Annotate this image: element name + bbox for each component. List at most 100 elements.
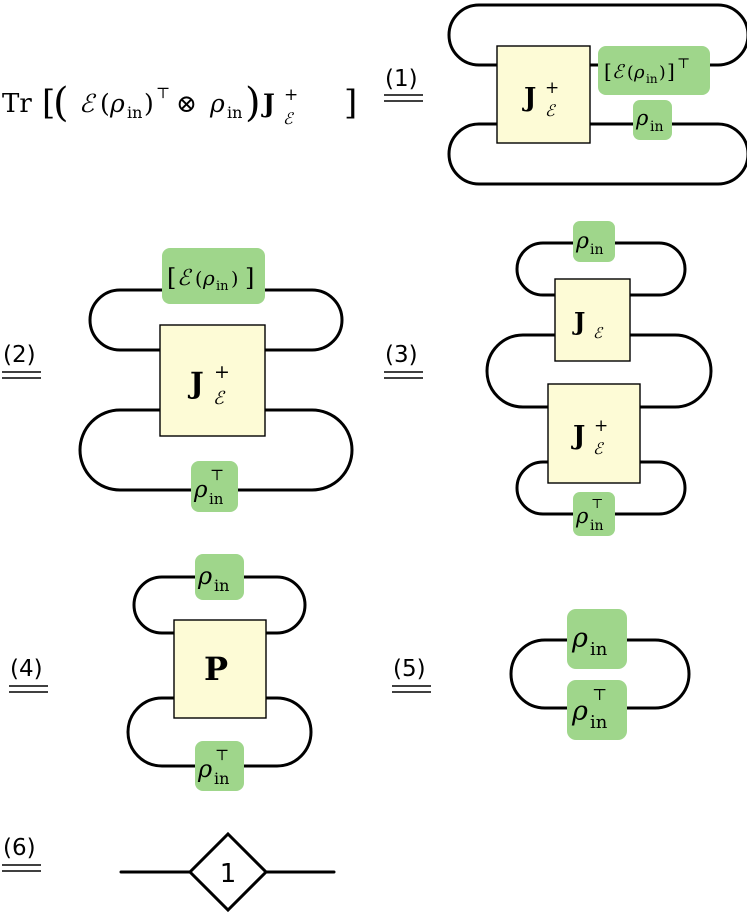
choi-dagger-sub-2: ℰ bbox=[213, 388, 226, 409]
inner-right-paren: ) bbox=[144, 89, 154, 118]
svg-text:in: in bbox=[650, 119, 664, 135]
svg-text:(4): (4) bbox=[10, 656, 43, 682]
step-label-6: (6) bbox=[2, 835, 41, 872]
svg-text:in: in bbox=[590, 242, 604, 258]
channel-output-transpose-tag: [ ℰ ( ρ in ) ] ⊤ bbox=[598, 46, 710, 95]
outer-right-paren: ) bbox=[245, 80, 261, 126]
choi-dagger-plus-2: + bbox=[214, 361, 230, 383]
svg-text:(6): (6) bbox=[3, 835, 36, 861]
svg-text:in: in bbox=[590, 518, 604, 534]
choi-dagger-J: J bbox=[522, 83, 536, 113]
projector-box bbox=[173, 619, 267, 719]
scalar-diamond bbox=[187, 831, 269, 913]
step-label-3: (3) bbox=[384, 342, 423, 379]
svg-text:): ) bbox=[659, 63, 666, 83]
diagram-4: P ρ in ρ in ⊤ bbox=[126, 554, 313, 791]
inner-left-paren: ( bbox=[100, 89, 110, 118]
svg-text:⊤: ⊤ bbox=[677, 56, 690, 72]
rho-in-transpose-tag-4: ρ in ⊤ bbox=[195, 741, 244, 791]
svg-text:⊤: ⊤ bbox=[215, 746, 229, 764]
rho-symbol-2: ρ bbox=[209, 89, 225, 118]
right-bracket: ] bbox=[344, 83, 357, 123]
svg-text:in: in bbox=[590, 712, 608, 733]
choi-dagger-plus-3: + bbox=[594, 416, 608, 436]
svg-text:in: in bbox=[214, 769, 229, 788]
svg-text:ρ: ρ bbox=[571, 623, 588, 654]
choi-sub: ℰ bbox=[593, 324, 604, 342]
diagram-1: J + ℰ [ ℰ ( ρ in ) ] ⊤ ρ in bbox=[447, 3, 747, 186]
transpose-superscript: ⊤ bbox=[156, 84, 170, 102]
rho-subscript-2: in bbox=[227, 103, 242, 122]
svg-text:ρ: ρ bbox=[197, 755, 212, 783]
rho-symbol-1: ρ bbox=[109, 89, 125, 118]
trace-formula: Tr [ ( ℰ ( ρ in ) ⊤ ⊗ ρ in ) J + ℰ ] bbox=[2, 80, 357, 128]
scalar-one: 1 bbox=[220, 859, 237, 889]
rho-subscript-1: in bbox=[127, 103, 142, 122]
diagram-5: ρ in ρ in ⊤ bbox=[509, 609, 691, 740]
trace-symbol: Tr bbox=[2, 89, 32, 119]
svg-text:⊤: ⊤ bbox=[592, 685, 607, 704]
choi-J: J bbox=[572, 307, 585, 336]
choi-dagger-J-2: J bbox=[187, 366, 204, 400]
rho-in-tag-4: ρ in bbox=[195, 554, 244, 600]
svg-text:⊤: ⊤ bbox=[591, 497, 603, 512]
rho-in-transpose-tag: ρ in ⊤ bbox=[191, 461, 238, 512]
svg-text:(: ( bbox=[627, 63, 634, 83]
channel-symbol: ℰ bbox=[79, 89, 97, 118]
choi-J-symbol: J bbox=[261, 89, 275, 118]
step-label-4: (4) bbox=[9, 656, 48, 693]
choi-J-plus-superscript: + bbox=[284, 85, 298, 105]
rho-in-tag-5: ρ in bbox=[567, 609, 627, 669]
projector-P: P bbox=[204, 650, 228, 688]
diagram-3: J ℰ J + ℰ ρ in ρ in ⊤ bbox=[485, 221, 713, 536]
svg-text:in: in bbox=[646, 72, 658, 86]
rho-in-tag: ρ in bbox=[633, 100, 672, 140]
svg-text:ρ: ρ bbox=[635, 106, 649, 130]
choi-dagger-sub: ℰ bbox=[545, 101, 557, 120]
svg-text:⊤: ⊤ bbox=[210, 466, 224, 484]
svg-text:]: ] bbox=[245, 264, 254, 292]
step-label-1: (1) bbox=[384, 66, 423, 102]
svg-text:(2): (2) bbox=[3, 342, 36, 368]
outer-left-paren: ( bbox=[53, 80, 69, 126]
svg-text:in: in bbox=[216, 279, 229, 294]
choi-dagger-J-3: J bbox=[571, 421, 585, 451]
svg-text:(: ( bbox=[195, 268, 202, 290]
choi-dagger-box-2 bbox=[159, 324, 266, 437]
choi-dagger-plus: + bbox=[545, 78, 559, 98]
choi-dagger-box bbox=[496, 45, 591, 144]
svg-text:ρ: ρ bbox=[575, 504, 589, 528]
svg-text:ρ: ρ bbox=[193, 477, 208, 503]
svg-text:in: in bbox=[209, 490, 224, 508]
rho-in-transpose-tag-5: ρ in ⊤ bbox=[567, 680, 627, 740]
svg-text:ρ: ρ bbox=[571, 696, 588, 727]
step-label-5: (5) bbox=[392, 656, 431, 693]
svg-text:[: [ bbox=[167, 264, 176, 292]
svg-text:(5): (5) bbox=[393, 656, 426, 682]
tensor-product-symbol: ⊗ bbox=[176, 89, 197, 118]
svg-text:in: in bbox=[590, 639, 608, 660]
svg-text:ρ: ρ bbox=[575, 229, 589, 254]
step-label-2: (2) bbox=[2, 342, 41, 379]
svg-text:in: in bbox=[214, 576, 229, 595]
svg-text:]: ] bbox=[667, 59, 675, 83]
svg-text:ρ: ρ bbox=[633, 62, 645, 83]
choi-dagger-sub-3: ℰ bbox=[593, 439, 605, 458]
channel-output-tag: [ ℰ ( ρ in ) ] bbox=[162, 248, 265, 304]
choi-dagger-box-3 bbox=[547, 383, 641, 484]
svg-text:ℰ: ℰ bbox=[612, 61, 626, 83]
choi-J-subscript: ℰ bbox=[283, 109, 295, 128]
svg-text:(1): (1) bbox=[385, 66, 418, 92]
svg-text:): ) bbox=[231, 268, 238, 290]
rho-in-tag-3: ρ in bbox=[573, 221, 615, 262]
left-bracket: [ bbox=[42, 83, 55, 123]
diagram-2: J + ℰ [ ℰ ( ρ in ) ] ρ in ⊤ bbox=[78, 248, 354, 512]
svg-text:ρ: ρ bbox=[202, 266, 215, 290]
svg-text:[: [ bbox=[604, 59, 612, 83]
rho-in-transpose-tag-3: ρ in ⊤ bbox=[573, 492, 615, 536]
svg-text:ρ: ρ bbox=[197, 562, 212, 590]
diagram-6: 1 bbox=[119, 831, 336, 913]
choi-box bbox=[554, 278, 631, 362]
svg-text:(3): (3) bbox=[385, 342, 418, 368]
